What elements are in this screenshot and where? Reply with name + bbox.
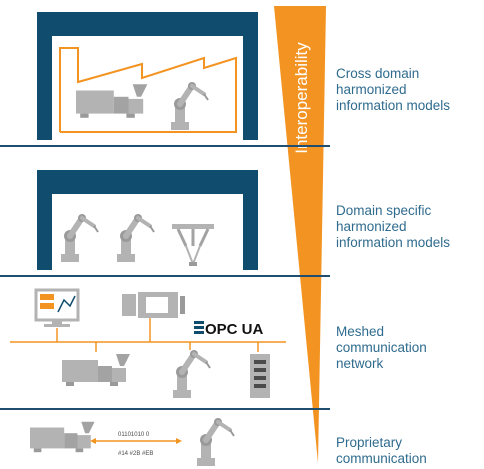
interoperability-wedge — [274, 6, 326, 463]
camera-sensor-icon — [122, 292, 185, 318]
bitstream-bottom: #14 #2B #EB — [118, 451, 153, 457]
monitor-dashboard-icon — [34, 288, 80, 327]
factory-roof-level2 — [37, 170, 258, 270]
robot-arm-icon-2 — [173, 350, 210, 398]
robot-arm-icon — [171, 82, 208, 130]
level-4-label: Proprietary communication — [336, 435, 427, 466]
welding-robot-icon — [117, 214, 154, 262]
robot-arm-icon-3 — [197, 418, 234, 466]
injection-molding-machine-icon — [76, 84, 148, 118]
opc-ua-logo: OPC UA — [194, 321, 264, 338]
factory-roof-level1 — [37, 12, 258, 140]
opc-ua-text: OPC UA — [205, 321, 264, 338]
delta-robot-icon — [172, 224, 214, 266]
robot-arm-icon-1 — [61, 214, 98, 262]
interoperability-label: Interoperability — [292, 42, 311, 154]
level-3-label: Meshed communication network — [336, 324, 427, 371]
proprietary-link — [90, 438, 182, 444]
injection-molding-machine-icon-2 — [62, 354, 130, 386]
injection-molding-machine-icon-3 — [30, 421, 95, 453]
network-lines — [10, 318, 286, 352]
level-1-label: Cross domain harmonized information mode… — [336, 66, 451, 113]
factory-outline — [59, 47, 237, 133]
bitstream-top: 01101010 0 — [118, 432, 150, 438]
plc-controller-icon — [250, 354, 270, 398]
level-2-label: Domain specific harmonized information m… — [336, 203, 451, 250]
